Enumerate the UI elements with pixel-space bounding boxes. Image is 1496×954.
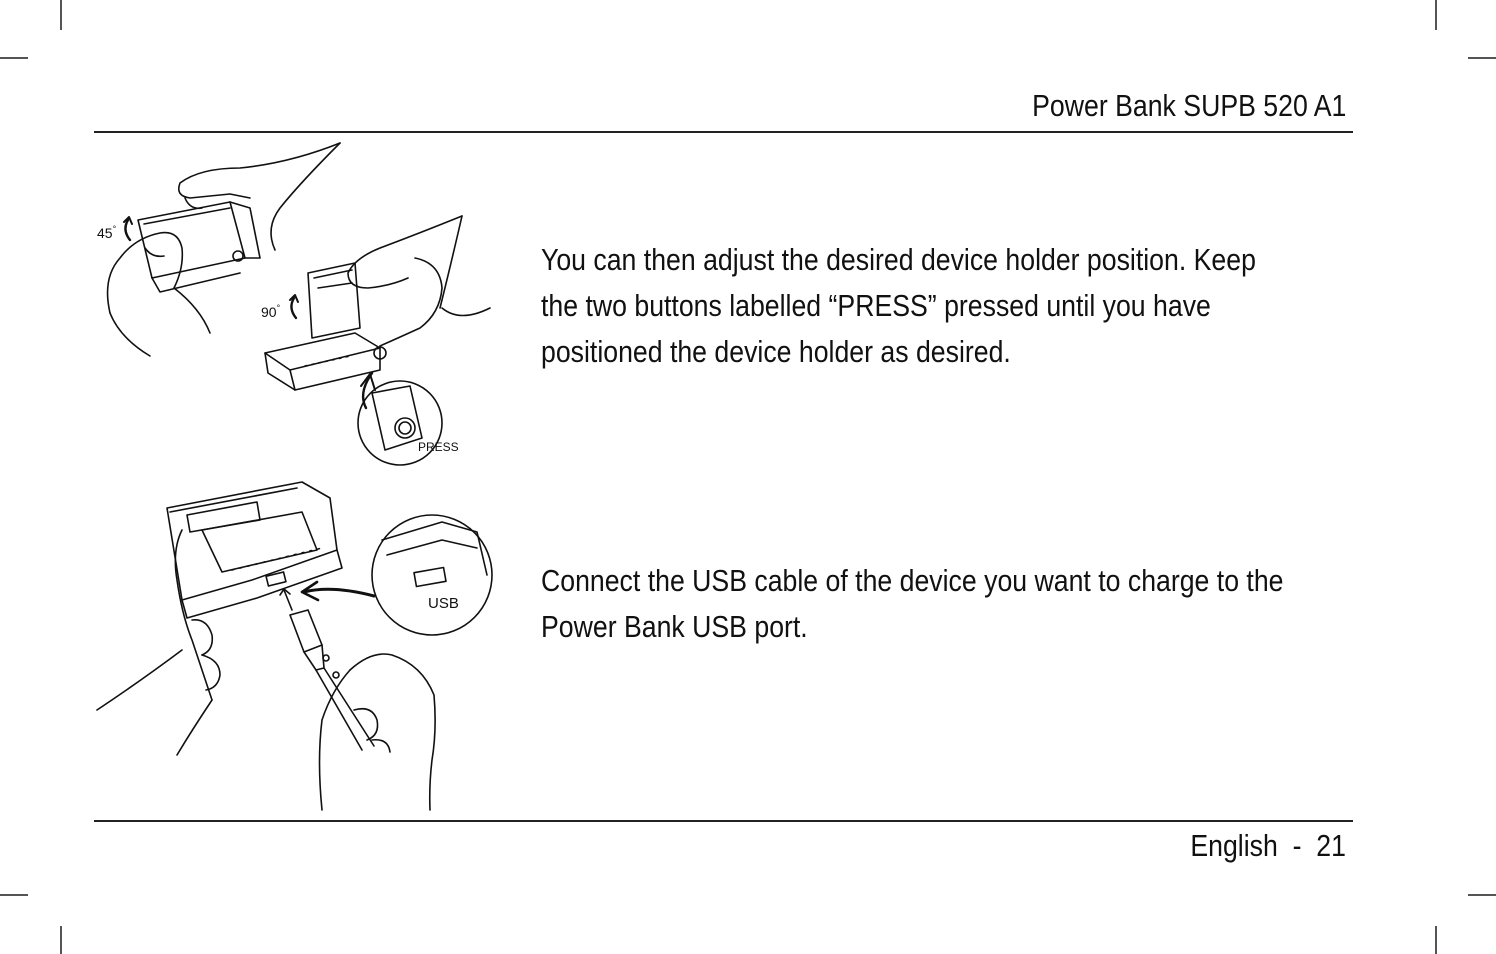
footer-separator: - [1292, 828, 1302, 863]
press-button [394, 417, 416, 439]
usb-label: USB [428, 595, 459, 612]
press-label: PRESS [418, 440, 459, 454]
rotate-arrow-icon [124, 218, 132, 242]
text-line: the two buttons labelled “PRESS” pressed… [541, 288, 1211, 323]
crop-mark [0, 894, 28, 896]
text-line: You can then adjust the desired device h… [541, 242, 1256, 277]
text-line: Power Bank USB port. [541, 609, 808, 644]
rotate-arrow-icon [290, 296, 298, 320]
usb-port [265, 571, 287, 587]
text-line: Connect the USB cable of the device you … [541, 563, 1284, 598]
crop-mark [1435, 0, 1437, 30]
header-title: Power Bank SUPB 520 A1 [1031, 88, 1346, 123]
crop-mark [1468, 894, 1496, 896]
footer-rule [94, 820, 1353, 822]
crop-mark [1468, 57, 1496, 59]
crop-mark [0, 57, 28, 59]
crop-mark [1435, 926, 1437, 954]
angle-45-label: 45° [97, 224, 117, 241]
header-rule [94, 131, 1353, 133]
crop-mark [60, 926, 62, 954]
footer: English - 21 [1190, 828, 1346, 864]
paragraph-adjust-holder: You can then adjust the desired device h… [541, 237, 1256, 375]
paragraph-connect-usb: Connect the USB cable of the device you … [541, 558, 1284, 650]
footer-language: English [1190, 828, 1278, 863]
crop-mark [60, 0, 62, 30]
holder-adjust-illustration: 45° 90° PRESS [97, 142, 491, 466]
page-number: 21 [1316, 828, 1346, 863]
press-detail-circle [357, 380, 443, 466]
angle-90-label: 90° [261, 303, 281, 320]
usb-connect-illustration: USB [96, 481, 493, 811]
text-line: positioned the device holder as desired. [541, 334, 1011, 369]
usb-detail-circle [371, 514, 493, 636]
usb-port-detail [413, 566, 447, 588]
